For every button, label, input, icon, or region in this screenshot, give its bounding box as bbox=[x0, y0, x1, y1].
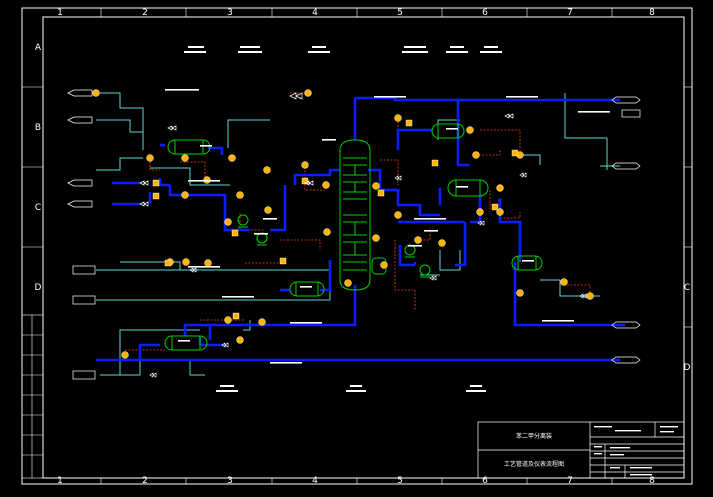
reflux-drum bbox=[447, 179, 489, 197]
pump bbox=[404, 244, 416, 258]
distillation-column bbox=[339, 139, 371, 291]
pump bbox=[419, 264, 431, 278]
row-label: C bbox=[35, 203, 41, 213]
col-label: 7 bbox=[567, 8, 573, 18]
col-label: 2 bbox=[142, 8, 148, 18]
col-label: 8 bbox=[649, 476, 655, 486]
col-label: 2 bbox=[142, 476, 148, 486]
row-label: D bbox=[684, 363, 691, 373]
offpage-connectors bbox=[67, 89, 641, 380]
heat-exchanger bbox=[511, 255, 543, 271]
tag-glyphs bbox=[165, 46, 610, 392]
col-label: 3 bbox=[227, 8, 233, 18]
col-label: 7 bbox=[567, 476, 573, 486]
heat-exchanger bbox=[164, 335, 208, 351]
row-label: B bbox=[35, 123, 41, 133]
col-label: 6 bbox=[482, 476, 488, 486]
row-label: A bbox=[35, 43, 42, 53]
col-label: 8 bbox=[649, 8, 655, 18]
row-label: C bbox=[684, 283, 690, 293]
ruler-ticks bbox=[22, 8, 692, 484]
drawing-title-line2: 工艺管道及仪表流程图 bbox=[504, 460, 564, 468]
drawing-title-line1: 苯二甲分离装 bbox=[516, 432, 552, 440]
valves bbox=[139, 92, 587, 378]
pump bbox=[256, 232, 268, 246]
pump bbox=[237, 214, 249, 228]
process-lines bbox=[96, 96, 625, 362]
col-label: 5 bbox=[397, 476, 403, 486]
col-label: 3 bbox=[227, 476, 233, 486]
row-label: D bbox=[35, 283, 42, 293]
utility-lines bbox=[96, 92, 620, 376]
col-label: 4 bbox=[312, 8, 318, 18]
signal-lines bbox=[125, 92, 591, 351]
drawing-frame bbox=[21, 7, 693, 485]
col-label: 1 bbox=[57, 476, 63, 486]
title-block bbox=[477, 421, 685, 479]
col-label: 4 bbox=[312, 476, 318, 486]
left-binding-margin bbox=[21, 314, 44, 479]
col-label: 5 bbox=[397, 8, 403, 18]
col-label: 6 bbox=[482, 8, 488, 18]
control-boxes bbox=[152, 119, 519, 320]
equipment bbox=[164, 123, 543, 351]
col-label: 1 bbox=[57, 8, 63, 18]
title-block-fill bbox=[594, 426, 678, 476]
instrument-bubbles bbox=[92, 89, 594, 359]
heat-exchanger bbox=[431, 123, 465, 139]
heat-exchanger bbox=[289, 281, 325, 297]
heat-exchanger bbox=[167, 139, 211, 155]
ruler-labels: 1 2 3 4 5 6 7 8 1 2 3 4 5 6 7 8 A B C D … bbox=[35, 8, 691, 486]
